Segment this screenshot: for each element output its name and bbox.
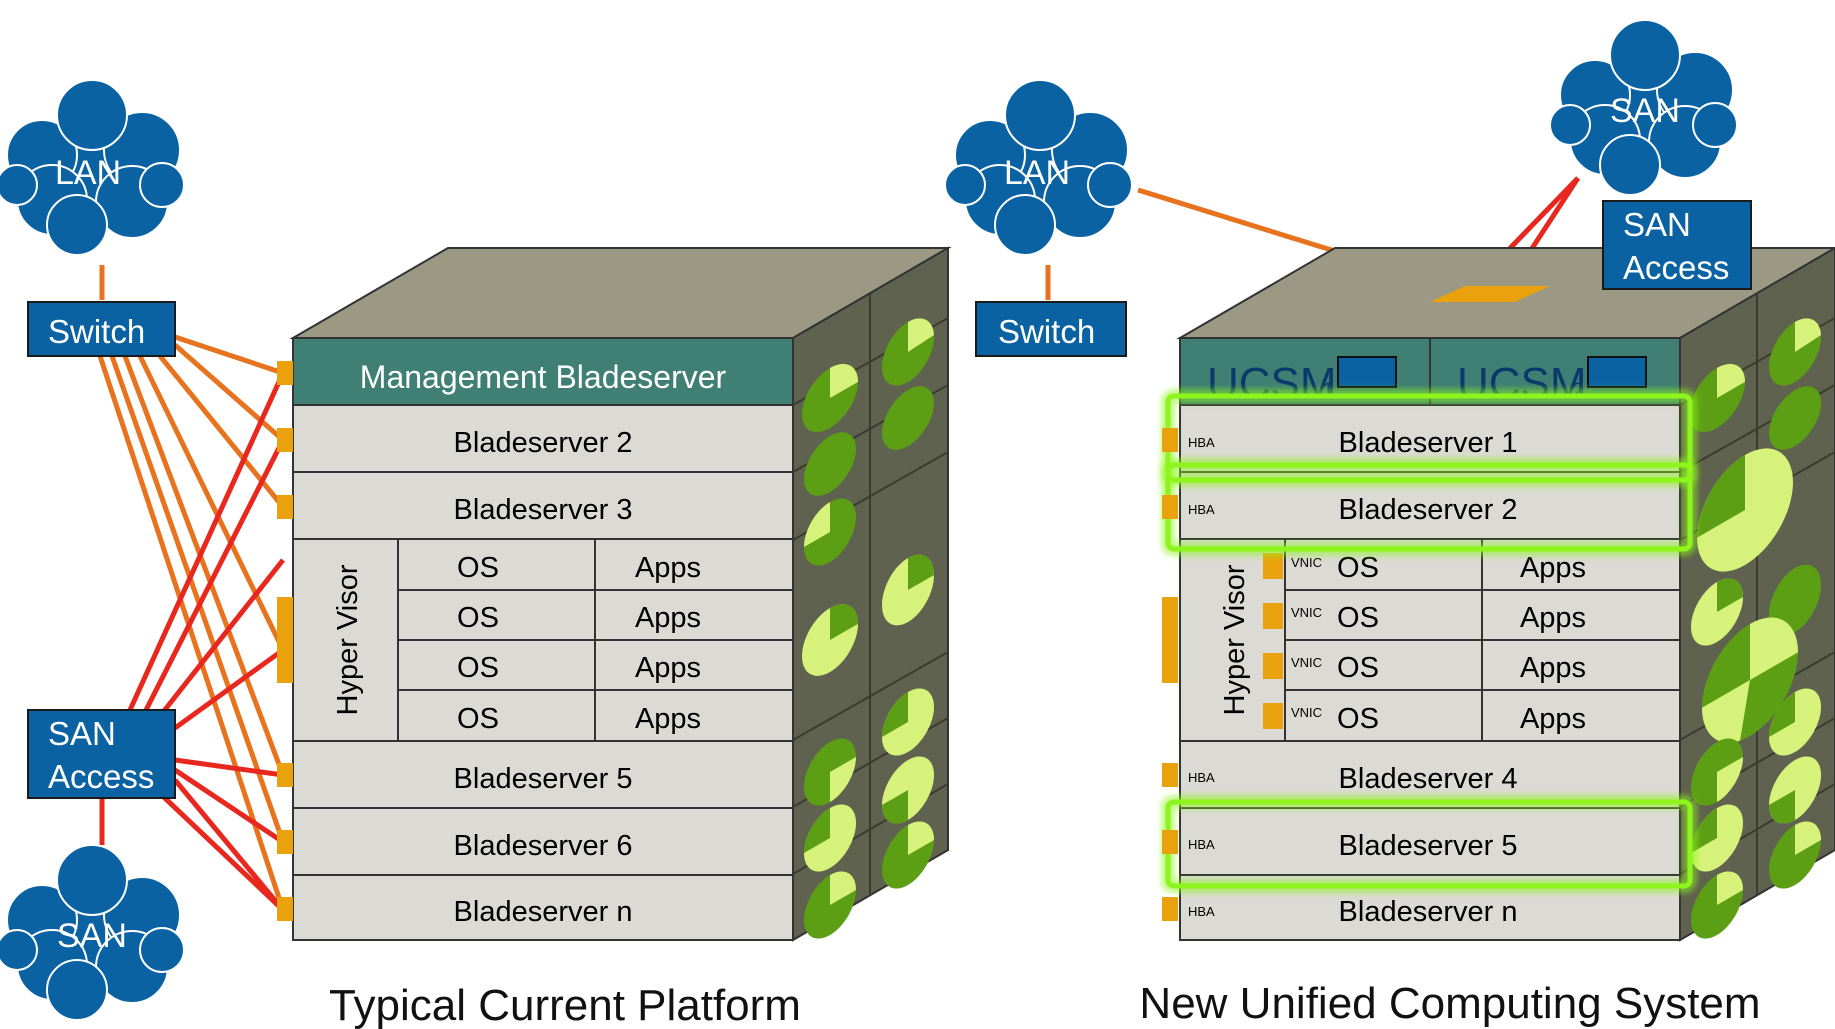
right-san-cloud: SAN [1549,19,1738,196]
svg-text:Bladeserver 3: Bladeserver 3 [454,494,633,526]
left-management-blade [292,337,794,406]
svg-text:Bladeserver 5: Bladeserver 5 [454,763,633,795]
svg-text:Management Bladeserver: Management Bladeserver [360,359,727,395]
left-front-face: Management Bladeserver Bladeserver 2 Bla… [292,337,794,941]
svg-text:Apps: Apps [1520,552,1586,584]
svg-text:HBA: HBA [1188,770,1215,785]
right-platform: LAN SAN Switch SAN Acce [944,19,1835,1028]
svg-text:VNIC: VNIC [1291,655,1322,670]
left-side-pies [802,318,934,939]
left-switch: Switch [27,301,176,357]
svg-text:HBA: HBA [1188,904,1215,919]
svg-text:HBA: HBA [1188,502,1215,517]
right-switch: Switch [975,301,1127,357]
right-san-access: SAN Access [1602,200,1752,290]
svg-text:Access: Access [48,758,154,795]
right-uplink-plate [1430,286,1550,302]
svg-text:OS: OS [457,703,499,735]
right-side-pies [1689,318,1821,939]
left-san-label: SAN [57,917,127,955]
svg-text:Bladeserver 2: Bladeserver 2 [1339,494,1518,526]
left-hypervisor-label: Hyper Visor [332,564,364,715]
svg-text:SAN: SAN [1623,206,1691,243]
svg-text:Apps: Apps [1520,652,1586,684]
left-ports [277,361,293,921]
svg-text:VNIC: VNIC [1291,555,1322,570]
ucsm2-indicator [1587,356,1647,388]
left-lan-label: LAN [55,154,121,192]
left-caption: Typical Current Platform [329,981,801,1029]
svg-text:OS: OS [1337,652,1379,684]
svg-text:OS: OS [457,602,499,634]
left-san-access: SAN Access [27,709,176,799]
ucsm1-indicator [1337,356,1397,388]
svg-text:Apps: Apps [635,652,701,684]
left-platform: LAN SAN Switch SAN Access [0,79,952,1029]
svg-text:Bladeserver 1: Bladeserver 1 [1339,427,1518,459]
right-caption: New Unified Computing System [1139,979,1760,1028]
svg-text:OS: OS [1337,602,1379,634]
right-hypervisor-block: Hyper Visor VNIC OS Apps VNIC OS Apps VN… [1179,538,1681,742]
left-switch-links [97,265,286,911]
right-lan-cloud: LAN [944,79,1133,256]
svg-text:Bladeserver n: Bladeserver n [454,896,633,928]
svg-text:Apps: Apps [1520,703,1586,735]
left-blade-2 [292,404,794,473]
svg-text:Switch: Switch [48,313,145,350]
left-lan-cloud: LAN [0,79,185,256]
svg-text:Bladeserver n: Bladeserver n [1339,896,1518,928]
svg-text:Bladeserver 6: Bladeserver 6 [454,830,633,862]
svg-text:VNIC: VNIC [1291,705,1322,720]
svg-text:OS: OS [457,552,499,584]
svg-text:Access: Access [1623,249,1729,286]
svg-text:Bladeserver 2: Bladeserver 2 [454,427,633,459]
svg-text:Apps: Apps [1520,602,1586,634]
svg-text:Switch: Switch [998,313,1095,350]
right-blade-5 [1179,807,1681,876]
svg-text:SAN: SAN [48,715,116,752]
right-ports [1162,428,1178,921]
right-ucsm-row: UCSM 1 UCSM 2 [1179,337,1681,408]
right-hypervisor-label: Hyper Visor [1219,564,1251,715]
svg-text:Apps: Apps [635,703,701,735]
right-san-label: SAN [1610,92,1680,130]
left-san-cloud: SAN [0,844,185,1021]
svg-text:OS: OS [457,652,499,684]
left-blade-3 [292,471,794,540]
svg-text:VNIC: VNIC [1291,605,1322,620]
svg-text:OS: OS [1337,552,1379,584]
left-blade-5 [292,740,794,809]
svg-text:OS: OS [1337,703,1379,735]
svg-text:Bladeserver 5: Bladeserver 5 [1339,830,1518,862]
svg-text:Bladeserver 4: Bladeserver 4 [1339,763,1518,795]
left-san-links [99,371,286,912]
right-lan-label: LAN [1004,154,1070,192]
svg-text:Apps: Apps [635,552,701,584]
svg-text:Apps: Apps [635,602,701,634]
left-blade-n [292,874,794,941]
svg-text:HBA: HBA [1188,837,1215,852]
svg-text:HBA: HBA [1188,435,1215,450]
